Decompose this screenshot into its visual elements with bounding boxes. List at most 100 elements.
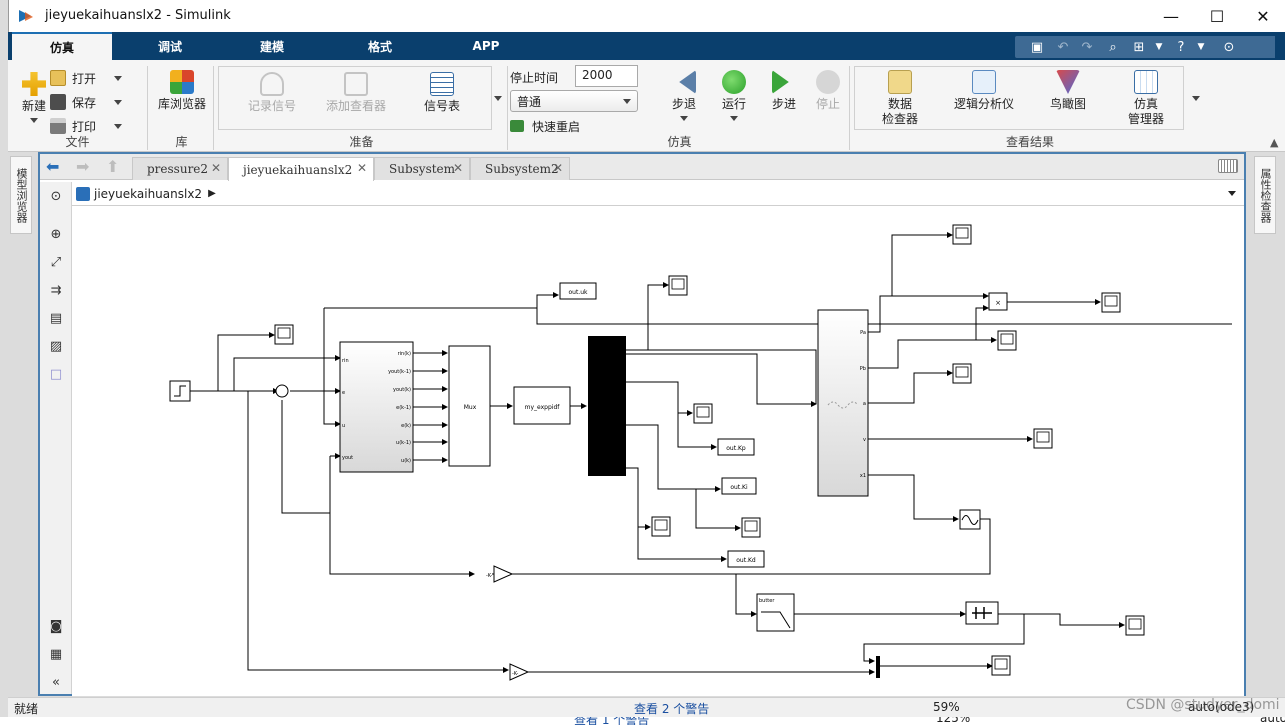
chevron-down-icon bbox=[30, 118, 38, 123]
fast-restart-toggle[interactable]: 快速重启 bbox=[510, 114, 580, 138]
up-arrow-icon[interactable]: ⬆ bbox=[106, 157, 120, 176]
model-canvas[interactable]: rin e u yout rin(k) yout(k-1) yout(k) e(… bbox=[72, 210, 1244, 696]
step-block[interactable] bbox=[169, 380, 191, 402]
model-browser-tab[interactable]: 模型浏览器 bbox=[10, 156, 32, 234]
subsystem-block[interactable]: rin e u yout rin(k) yout(k-1) yout(k) e(… bbox=[339, 341, 414, 473]
chevron-down-icon[interactable] bbox=[1228, 191, 1236, 196]
window-title: jieyuekaihuanslx2 - Simulink bbox=[45, 8, 231, 23]
mux-bar-block[interactable] bbox=[876, 656, 880, 678]
zoom-icon[interactable]: ⊕ bbox=[50, 226, 62, 242]
chevron-down-icon[interactable]: ▼ bbox=[1197, 42, 1205, 52]
to-workspace-uk[interactable]: out.uk bbox=[559, 282, 597, 300]
bg-solver: auto bbox=[1260, 717, 1285, 725]
signal-table-button[interactable]: 信号表 bbox=[402, 72, 482, 114]
help-icon[interactable]: ? bbox=[1177, 39, 1185, 55]
doc-tab-jieyuekaihuanslx2[interactable]: jieyuekaihuanslx2✕ bbox=[228, 157, 374, 181]
subsys-out: yout(k) bbox=[393, 387, 411, 393]
logic-analyzer-button[interactable]: 逻辑分析仪 bbox=[946, 70, 1022, 112]
chevron-right-icon[interactable]: ▶ bbox=[208, 188, 216, 199]
route-lines-icon[interactable]: ⇉ bbox=[50, 282, 62, 298]
tab-app[interactable]: APP bbox=[472, 39, 500, 53]
property-inspector-tab[interactable]: 属性检查器 bbox=[1254, 156, 1276, 234]
keyboard-icon[interactable] bbox=[1218, 159, 1238, 173]
gain-block-2[interactable]: -K- bbox=[509, 663, 530, 681]
solver-name[interactable]: auto(ode3) bbox=[1188, 700, 1255, 714]
run-button[interactable]: 运行 bbox=[712, 70, 756, 121]
birdseye-button[interactable]: 鸟瞰图 bbox=[1038, 70, 1098, 112]
log-signals-button[interactable]: 记录信号 bbox=[232, 72, 312, 114]
sim-manager-icon bbox=[1134, 70, 1158, 94]
chevron-down-icon[interactable] bbox=[494, 96, 502, 101]
new-button[interactable]: 新建 bbox=[14, 72, 54, 123]
step-back-button[interactable]: 步退 bbox=[662, 70, 706, 121]
stop-time-input[interactable]: 2000 bbox=[575, 65, 638, 87]
signal-table-label: 信号表 bbox=[423, 99, 460, 113]
table-icon bbox=[430, 72, 454, 96]
maximize-button[interactable]: ☐ bbox=[1209, 6, 1225, 26]
scope-blocks[interactable] bbox=[274, 224, 1145, 676]
stop-button[interactable]: 停止 bbox=[806, 70, 850, 112]
matlab-function-block[interactable]: my_exppidf bbox=[513, 386, 571, 425]
subsys-out: e(k) bbox=[401, 423, 411, 429]
add-viewer-button[interactable]: 添加查看器 bbox=[316, 72, 396, 114]
collapse-ribbon-icon[interactable]: ▲ bbox=[1270, 136, 1279, 149]
black-box-block[interactable] bbox=[588, 336, 626, 476]
doc-tab-pressure2[interactable]: pressure2✕ bbox=[132, 157, 228, 180]
back-arrow-icon[interactable]: ⬅ bbox=[46, 157, 60, 176]
hide-show-icon[interactable]: ⊙ bbox=[50, 188, 62, 204]
step-forward-button[interactable]: 步进 bbox=[762, 70, 806, 112]
undo-icon[interactable]: ↶ bbox=[1057, 39, 1069, 55]
doc-tab-subsystem[interactable]: Subsystem✕ bbox=[374, 157, 470, 180]
find-icon[interactable]: ⌕ bbox=[1109, 39, 1117, 55]
close-icon[interactable]: ✕ bbox=[356, 161, 367, 175]
breadcrumb-item[interactable]: jieyuekaihuanslx2 bbox=[94, 186, 203, 201]
chevron-down-icon[interactable] bbox=[1192, 96, 1200, 101]
image-icon[interactable]: ▨ bbox=[49, 338, 63, 354]
product-block[interactable]: × bbox=[988, 292, 1008, 311]
print-button[interactable]: 打印 bbox=[50, 114, 123, 138]
close-icon[interactable]: ✕ bbox=[452, 161, 463, 175]
camera-icon[interactable]: ◙ bbox=[49, 618, 63, 634]
open-button[interactable]: 打开 bbox=[50, 66, 123, 90]
butter-filter-block[interactable]: butter bbox=[756, 593, 795, 632]
tab-simulation[interactable]: 仿真 bbox=[12, 32, 112, 60]
minimize-button[interactable]: — bbox=[1163, 6, 1179, 26]
to-workspace-kd[interactable]: out.Kd bbox=[727, 550, 765, 568]
settings-icon[interactable]: ⊙ bbox=[1223, 39, 1235, 55]
close-icon[interactable]: ✕ bbox=[552, 161, 563, 175]
to-workspace-ki[interactable]: out.Ki bbox=[721, 477, 757, 495]
close-icon[interactable]: ✕ bbox=[210, 161, 221, 175]
to-workspace-kp[interactable]: out.Kp bbox=[717, 438, 755, 456]
collapse-icon[interactable]: « bbox=[52, 674, 60, 690]
document-tab-bar: ⬅ ➡ ⬆ pressure2✕ jieyuekaihuanslx2✕ Subs… bbox=[40, 154, 1244, 181]
close-button[interactable]: ✕ bbox=[1256, 6, 1270, 26]
gain-block[interactable]: -K- bbox=[486, 565, 514, 583]
chevron-down-icon[interactable]: ▼ bbox=[1155, 42, 1163, 52]
sim-manager-button[interactable]: 仿真 管理器 bbox=[1116, 70, 1176, 127]
redo-icon[interactable]: ↷ bbox=[1081, 39, 1093, 55]
sim-mode-select[interactable]: 普通 bbox=[510, 90, 638, 112]
subsys-out: yout(k-1) bbox=[388, 369, 411, 375]
save-button[interactable]: 保存 bbox=[50, 90, 123, 114]
annotation-icon[interactable]: ▤ bbox=[49, 310, 63, 326]
zoh-block[interactable] bbox=[965, 601, 999, 625]
property-icon[interactable]: ▦ bbox=[49, 646, 63, 662]
library-browser-button[interactable]: 库浏览器 bbox=[152, 70, 212, 112]
mux-block[interactable]: Mux bbox=[448, 345, 491, 467]
tab-debug[interactable]: 调试 bbox=[157, 39, 182, 54]
grid-icon[interactable]: ⊞ bbox=[1133, 39, 1145, 55]
plant-subsystem-block[interactable]: Pa Pb a v x1 bbox=[817, 309, 869, 497]
sum-block[interactable] bbox=[275, 384, 289, 398]
canvas-toolbar: ⊙ ⊕ ⤢ ⇉ ▤ ▨ □ ◙ ▦ « bbox=[40, 182, 72, 694]
tab-format[interactable]: 格式 bbox=[367, 39, 392, 54]
area-icon[interactable]: □ bbox=[49, 366, 63, 382]
data-inspector-button[interactable]: 数据 检查器 bbox=[870, 70, 930, 127]
section-review-results: 数据 检查器 逻辑分析仪 鸟瞰图 仿真 管理器 查看结果 bbox=[854, 66, 1206, 150]
forward-arrow-icon[interactable]: ➡ bbox=[76, 157, 90, 176]
tab-modeling[interactable]: 建模 bbox=[259, 39, 284, 54]
sine-block[interactable] bbox=[959, 509, 981, 530]
fit-view-icon[interactable]: ⤢ bbox=[50, 254, 62, 270]
save-icon[interactable]: ▣ bbox=[1030, 39, 1044, 55]
warnings-link[interactable]: 查看 2 个警告 bbox=[634, 702, 710, 716]
doc-tab-subsystem2[interactable]: Subsystem2✕ bbox=[470, 157, 570, 180]
